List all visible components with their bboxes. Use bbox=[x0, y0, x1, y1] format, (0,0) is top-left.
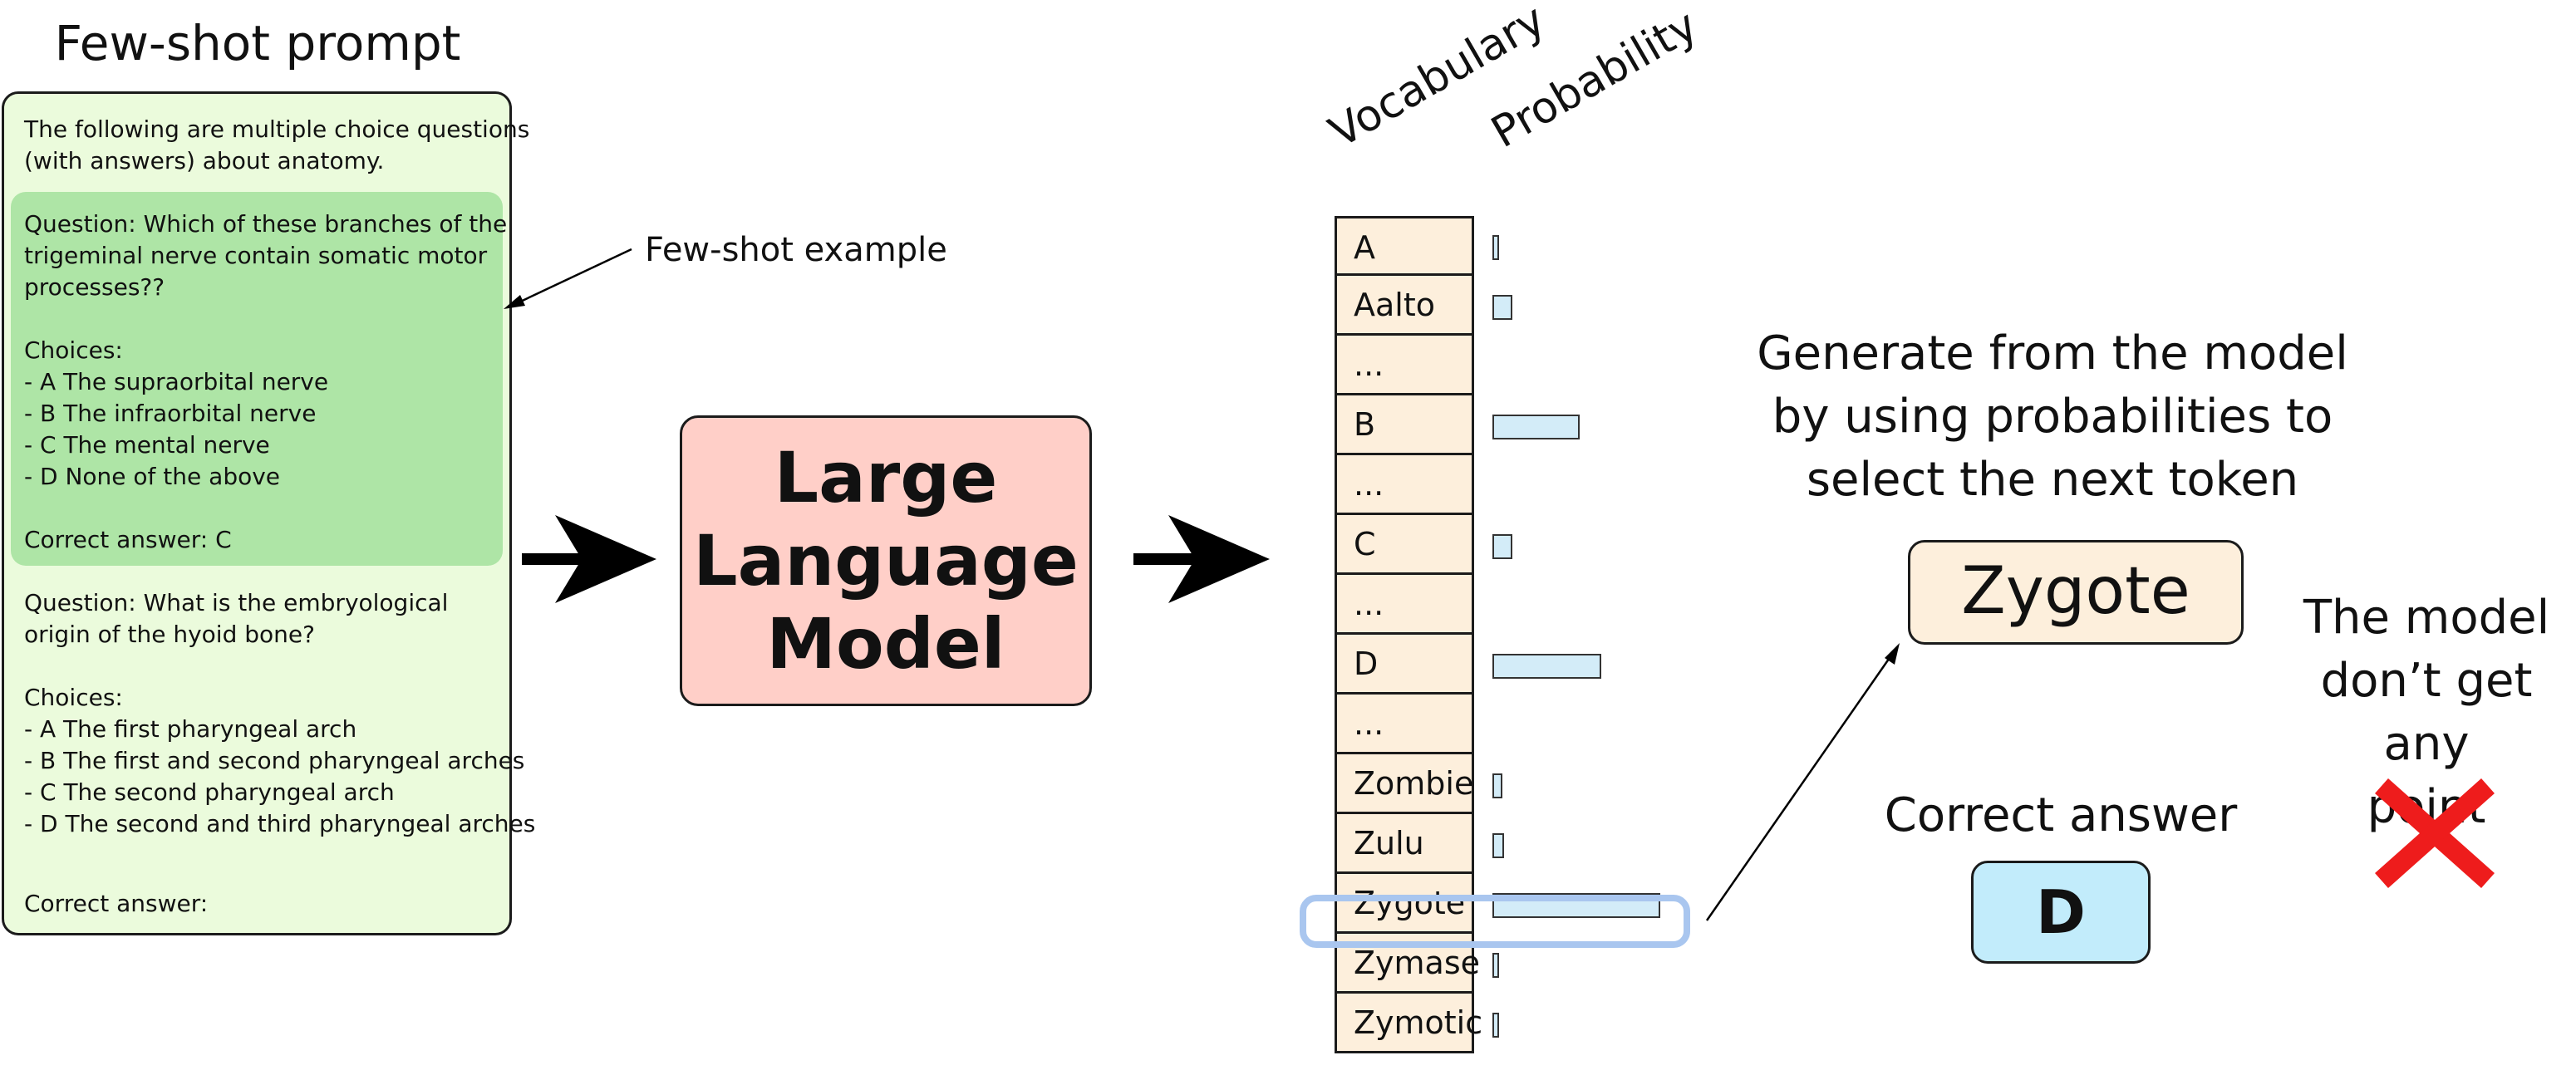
prompt-box: The following are multiple choice questi… bbox=[2, 91, 535, 935]
vocab-row: ... bbox=[1335, 455, 1474, 515]
generate-caption-line: Generate from the model bbox=[1757, 326, 2348, 380]
question-line: - C The second pharyngeal arch bbox=[24, 778, 395, 806]
answer-label: Correct answer: bbox=[24, 890, 209, 917]
vocab-row: B bbox=[1335, 395, 1474, 455]
probability-bar bbox=[1492, 773, 1502, 798]
few-shot-pointer-arrow bbox=[504, 248, 632, 309]
question-line: Choices: bbox=[24, 684, 123, 711]
vocab-row: Zymotic bbox=[1335, 994, 1482, 1053]
vocab-row: Zulu bbox=[1335, 814, 1474, 874]
probability-bar bbox=[1492, 235, 1499, 260]
arrow-right-icon bbox=[1133, 515, 1270, 603]
prompt-intro-line: The following are multiple choice questi… bbox=[24, 115, 530, 143]
example-line: processes?? bbox=[24, 273, 165, 301]
example-line: Choices: bbox=[24, 336, 123, 364]
llm-label-line: Language bbox=[693, 520, 1079, 601]
vocab-table: A Aalto ... B ... C ... D ... Zombie Zul… bbox=[1335, 216, 1482, 1053]
vocab-row: A bbox=[1335, 216, 1474, 276]
few-shot-example-box bbox=[11, 192, 503, 566]
result-caption: The model don’t get any point bbox=[2277, 587, 2576, 839]
generate-arrow bbox=[1705, 643, 1900, 921]
correct-answer-box: D bbox=[1971, 861, 2151, 964]
vocab-row: ... bbox=[1335, 336, 1474, 395]
vocab-row: D bbox=[1335, 635, 1474, 695]
llm-label-line: Model bbox=[766, 603, 1005, 685]
question-line: origin of the hyoid bone? bbox=[24, 621, 315, 648]
question-line: - A The first pharyngeal arch bbox=[24, 715, 357, 743]
generate-caption-line: select the next token bbox=[1806, 453, 2299, 507]
question-line: - D The second and third pharyngeal arch… bbox=[24, 810, 536, 837]
example-line: Correct answer: C bbox=[24, 526, 232, 553]
generate-caption: Generate from the model by using probabi… bbox=[1737, 322, 2368, 512]
example-line: - D None of the above bbox=[24, 463, 281, 490]
example-line: trigeminal nerve contain somatic motor bbox=[24, 242, 488, 269]
probability-bar bbox=[1492, 1013, 1499, 1038]
vocab-row: ... bbox=[1335, 575, 1474, 635]
vocab-row: Aalto bbox=[1335, 276, 1474, 336]
vocab-row: Zygote bbox=[1335, 874, 1474, 934]
probability-bar bbox=[1492, 295, 1512, 320]
cross-icon bbox=[2375, 778, 2495, 888]
question-line: - B The first and second pharyngeal arch… bbox=[24, 747, 525, 774]
result-caption-line: don’t get any bbox=[2320, 654, 2533, 771]
probability-bar bbox=[1492, 415, 1580, 439]
example-line: Question: Which of these branches of the bbox=[24, 210, 508, 238]
vocab-row: Zombie bbox=[1335, 754, 1474, 814]
prompt-title: Few-shot prompt bbox=[54, 15, 461, 71]
probability-bar bbox=[1492, 833, 1504, 858]
example-line: - C The mental nerve bbox=[24, 431, 270, 459]
generate-caption-line: by using probabilities to bbox=[1772, 390, 2333, 444]
llm-box: Large Language Model bbox=[680, 415, 1092, 706]
example-line: - B The infraorbital nerve bbox=[24, 400, 317, 427]
example-line: - A The supraorbital nerve bbox=[24, 368, 329, 395]
vocab-row: C bbox=[1335, 515, 1474, 575]
result-caption-line: The model bbox=[2303, 591, 2550, 645]
probability-bar bbox=[1492, 654, 1601, 679]
correct-answer-label: Correct answer bbox=[1884, 788, 2238, 842]
vocab-row: ... bbox=[1335, 695, 1474, 754]
probability-bar bbox=[1492, 534, 1512, 559]
selected-token-highlight bbox=[1300, 895, 1690, 948]
generated-token-box: Zygote bbox=[1908, 540, 2244, 645]
question-line: Question: What is the embryological bbox=[24, 589, 449, 616]
prompt-intro-line: (with answers) about anatomy. bbox=[24, 147, 385, 174]
arrow-right-icon bbox=[522, 515, 656, 603]
llm-label-line: Large bbox=[774, 437, 998, 518]
few-shot-label: Few-shot example bbox=[645, 231, 947, 269]
probability-bar bbox=[1492, 953, 1499, 978]
